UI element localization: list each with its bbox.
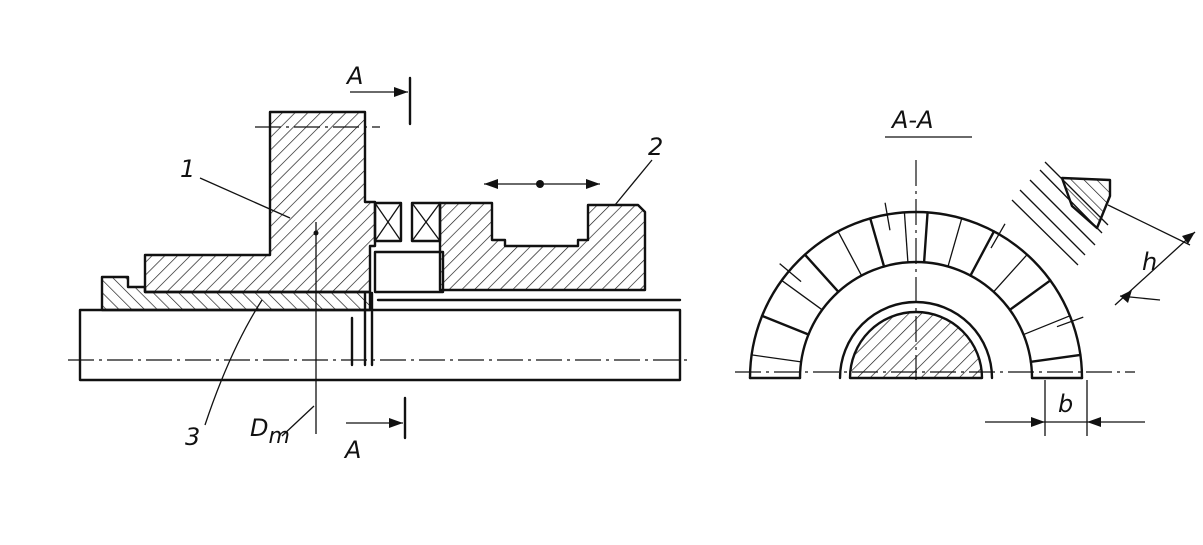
ring-segment-line: [1008, 279, 1052, 312]
section-mark-bottom: A: [343, 436, 361, 464]
hub: [848, 310, 984, 380]
gear-part-1: [143, 110, 377, 294]
label-diameter-main: D: [250, 414, 268, 442]
leader-part-1: [199, 177, 291, 219]
section-arrow-top: [350, 76, 412, 126]
ring-segment-line: [1023, 315, 1071, 336]
label-part-3: 3: [185, 423, 200, 451]
ring-segment-line: [969, 230, 996, 277]
section-arrow-bottom: [346, 396, 407, 440]
label-dim-h: h: [1142, 248, 1157, 276]
ring-tick-line: [1056, 316, 1084, 328]
leader-dm: [281, 405, 315, 437]
longitudinal-section: A A 1 2 3 Dm: [68, 62, 690, 464]
ring-segment-line: [993, 254, 1028, 293]
spacer-block: [373, 250, 445, 294]
ring-segment-line: [1029, 353, 1082, 364]
ring-tick-line: [884, 202, 891, 231]
leader-part-2: [614, 159, 653, 206]
ring-segment-line: [803, 253, 840, 293]
ring-segment-line: [922, 211, 929, 264]
motion-arrow: [484, 179, 600, 189]
ring-segment-line: [837, 231, 863, 276]
label-part-1: 1: [180, 155, 195, 183]
sliding-coupling-part-2: [438, 201, 647, 292]
ring-segment-line: [869, 217, 886, 268]
tooth-detail-lines: [1011, 161, 1109, 266]
dimension-h: [1107, 204, 1196, 306]
ring-segment-line: [760, 314, 810, 336]
leader-part-3: [204, 299, 263, 426]
label-diameter-sub: m: [268, 424, 289, 449]
shaft: [78, 308, 682, 382]
ring-segment-line: [751, 354, 802, 363]
section-mark-top: A: [345, 62, 363, 90]
ring-segment-line: [947, 218, 963, 267]
label-part-2: 2: [648, 133, 663, 161]
clutch-teeth: [373, 201, 442, 243]
ring-segment-line: [781, 279, 823, 311]
cross-section-a-a: A-A h: [735, 106, 1196, 436]
ring-segments: [751, 202, 1084, 364]
dimension-b: [985, 380, 1145, 436]
label-dim-b: b: [1058, 390, 1073, 418]
label-diameter: Dm: [250, 414, 290, 449]
section-title: A-A: [890, 106, 934, 134]
ring-tick-line: [990, 223, 1006, 249]
ring-tick-line: [779, 263, 802, 283]
ring-segment-line: [903, 212, 909, 263]
